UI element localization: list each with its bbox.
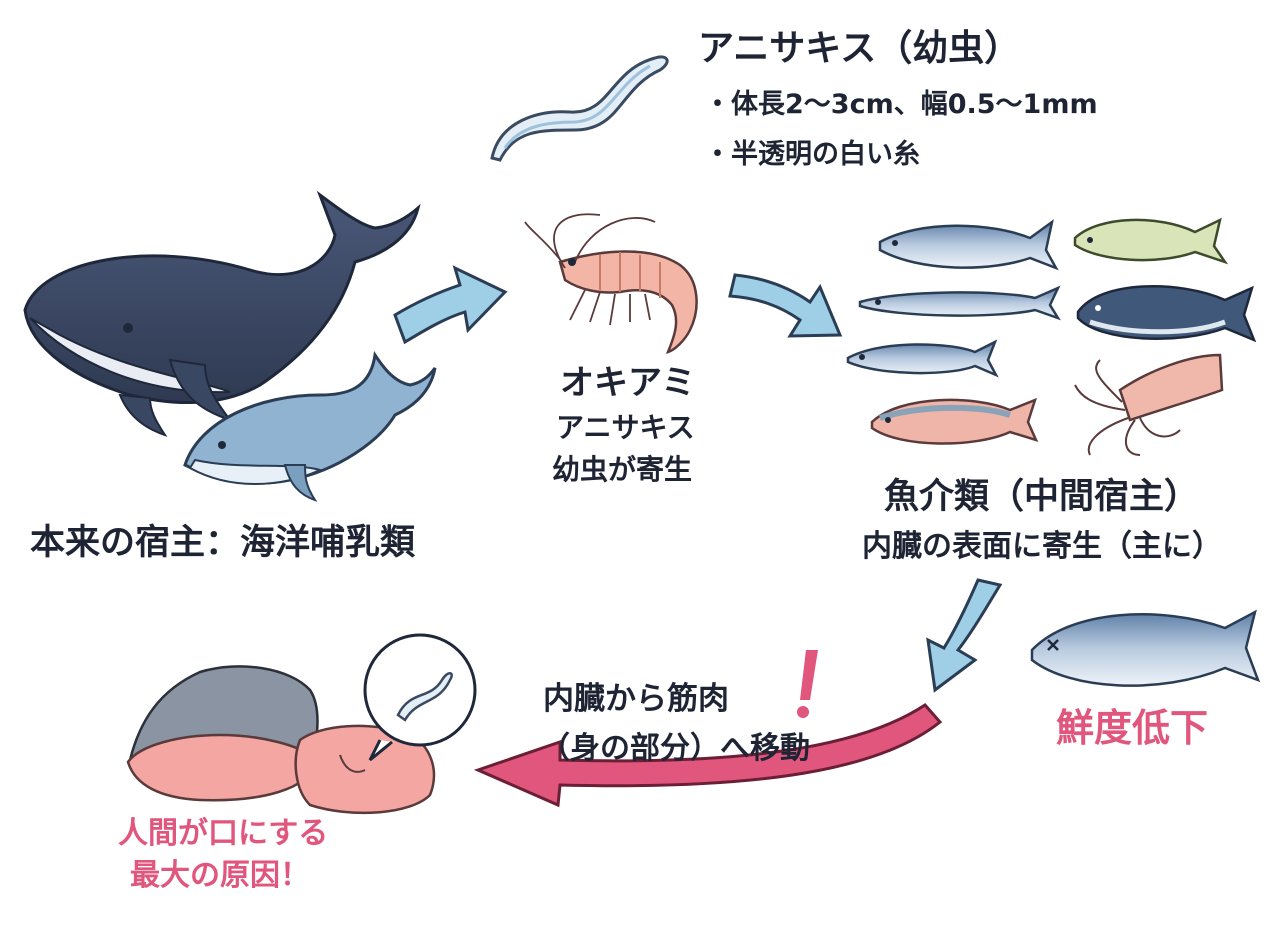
krill-icon bbox=[524, 213, 698, 354]
arrow-fish-to-migration bbox=[926, 578, 1003, 693]
horse-mackerel-icon bbox=[1073, 217, 1229, 265]
salmon-fillet-icon bbox=[126, 665, 436, 815]
definitive-host-label: 本来の宿主：海洋哺乳類 bbox=[30, 523, 416, 563]
larva-bullet-appearance: ・半透明の白い糸 bbox=[704, 139, 920, 170]
human-cause-line1: 人間が口にする bbox=[118, 816, 329, 851]
salmon-icon bbox=[870, 397, 1039, 445]
bonito-icon bbox=[1076, 285, 1257, 343]
mackerel-icon bbox=[878, 219, 1059, 271]
anisakis-larva-icon bbox=[490, 55, 669, 162]
intermediate-host-title: 魚介類（中間宿主） bbox=[884, 477, 1200, 517]
dolphin-icon bbox=[183, 350, 437, 502]
squid-icon bbox=[1074, 353, 1224, 456]
saury-icon bbox=[858, 285, 1061, 321]
larva-bullet-size: ・体長2～3cm、幅0.5～1mm bbox=[704, 89, 1098, 120]
krill-name: オキアミ bbox=[560, 363, 696, 403]
arrow-migration-to-human bbox=[473, 703, 943, 808]
migration-line2: （身の部分）へ移動 bbox=[540, 731, 810, 766]
migration-line1: 内臓から筋肉 bbox=[543, 681, 729, 717]
human-cause-line2: 最大の原因！ bbox=[130, 858, 310, 893]
krill-line2: アニサキス bbox=[556, 411, 695, 444]
larva-title: アニサキス（幼虫） bbox=[698, 28, 1021, 69]
spoiled-fish-icon bbox=[1030, 609, 1261, 687]
exclamation-icon bbox=[797, 650, 818, 718]
arrow-whale-to-krill bbox=[393, 265, 508, 345]
whale-icon bbox=[23, 190, 421, 437]
krill-line3: 幼虫が寄生 bbox=[552, 453, 693, 486]
arrow-krill-to-fish bbox=[728, 273, 843, 338]
intermediate-host-subtitle: 内臓の表面に寄生（主に） bbox=[862, 529, 1222, 564]
freshness-drop-label: 鮮度低下 bbox=[1056, 706, 1209, 750]
sardine-icon bbox=[846, 339, 999, 378]
magnify-bubble-icon bbox=[363, 633, 477, 762]
